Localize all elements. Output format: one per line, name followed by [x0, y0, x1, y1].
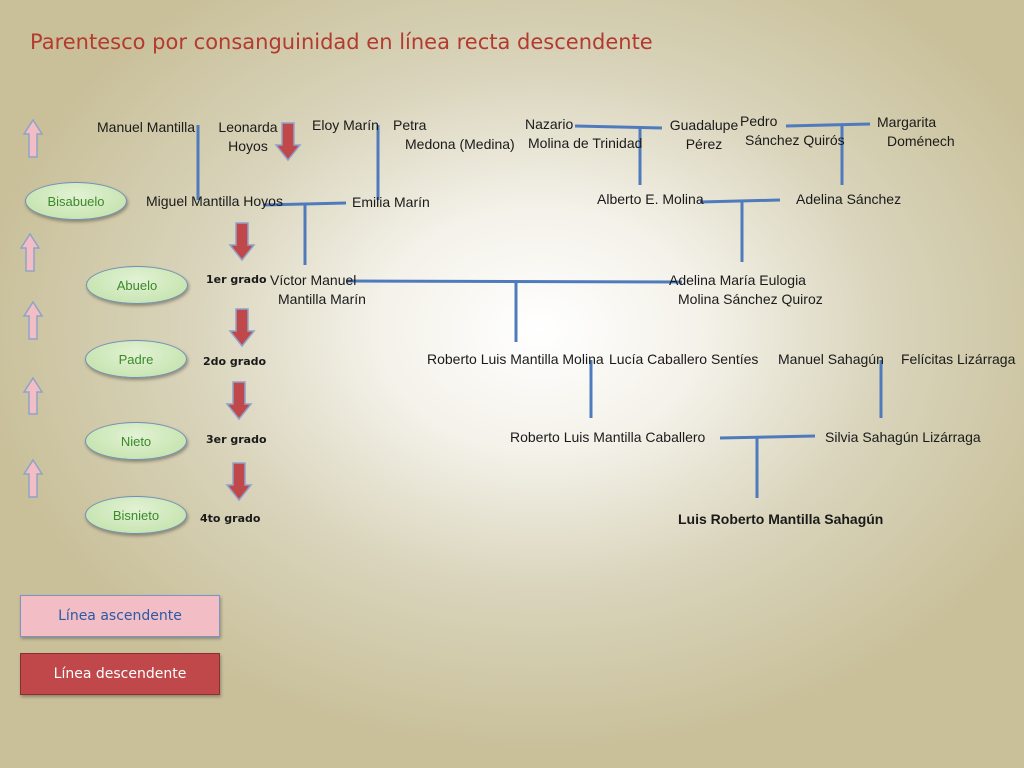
connector-line — [699, 198, 781, 204]
person-felicitas-lizarraga: Felícitas Lizárraga — [901, 351, 1016, 367]
person-name-line: Hoyos — [228, 138, 268, 154]
person-luis-roberto-mantilla-sahagun: Luis Roberto Mantilla Sahagún — [678, 511, 884, 527]
up-arrow-icon — [19, 232, 41, 272]
person-name-line: Víctor Manuel — [270, 272, 357, 288]
person-name-line: Guadalupe — [669, 117, 739, 133]
legend-linea-descendente: Línea descendente — [20, 653, 220, 695]
connector-line — [719, 434, 816, 440]
page-title: Parentesco por consanguinidad en línea r… — [30, 30, 653, 54]
generation-nieto: Nieto — [85, 422, 187, 460]
person-manuel-sahagun: Manuel Sahagún — [778, 351, 884, 367]
down-arrow-icon — [228, 222, 256, 262]
person-adelina-sanchez: Adelina Sánchez — [796, 191, 902, 207]
up-arrow-icon — [22, 376, 44, 415]
person-name-line: Molina Sánchez Quiroz — [678, 291, 823, 307]
person-name-line: Sánchez Quirós — [745, 132, 845, 148]
person-name-line: Adelina María Eulogia — [669, 272, 806, 288]
person-lucia-caballero: Lucía Caballero Sentíes — [609, 351, 759, 367]
connector-line — [785, 122, 871, 128]
person-guadalupe-perez: Guadalupe Pérez — [664, 116, 744, 154]
grado-label: 3er grado — [206, 433, 267, 446]
person-name-line: Petra — [393, 117, 427, 133]
person-emilia-marin: Emilia Marín — [352, 194, 430, 210]
person-name-line: Mantilla Marín — [278, 291, 366, 307]
person-name-line: Pérez — [685, 136, 723, 152]
person-silvia-sahagun: Silvia Sahagún Lizárraga — [825, 429, 981, 445]
down-arrow-icon — [274, 122, 302, 162]
legend-linea-ascendente: Línea ascendente — [20, 595, 220, 637]
person-name-line: Pedro — [740, 113, 778, 129]
person-name-line: Doménech — [887, 133, 955, 149]
person-miguel-mantilla: Miguel Mantilla Hoyos — [146, 193, 283, 209]
grado-label: 4to grado — [200, 512, 261, 525]
grado-label: 2do grado — [203, 355, 267, 368]
down-arrow-icon — [228, 308, 256, 348]
person-alberto-molina: Alberto E. Molina — [597, 191, 704, 207]
down-arrow-icon — [225, 381, 253, 421]
up-arrow-icon — [22, 458, 44, 498]
grado-label: 1er grado — [206, 273, 267, 286]
person-pedro-sanchez: Pedro Sánchez Quirós — [740, 112, 845, 150]
person-name-line: Margarita — [877, 114, 937, 130]
person-manuel-mantilla: Manuel Mantilla — [97, 119, 196, 135]
generation-padre: Padre — [85, 340, 187, 378]
person-roberto-luis-mantilla-molina: Roberto Luis Mantilla Molina — [427, 351, 604, 367]
person-victor-manuel: Víctor Manuel Mantilla Marín — [270, 271, 366, 309]
person-name-line: Molina de Trinidad — [528, 135, 643, 151]
down-arrow-icon — [225, 462, 253, 502]
person-roberto-luis-mantilla-caballero: Roberto Luis Mantilla Caballero — [510, 429, 706, 445]
person-name-line: Leonarda — [218, 119, 278, 135]
up-arrow-icon — [22, 300, 44, 340]
person-margarita-domenech: Margarita Doménech — [877, 113, 955, 151]
connector-line — [345, 279, 683, 284]
person-nazario-molina: Nazario Molina de Trinidad — [525, 115, 642, 153]
connector-line — [574, 124, 663, 130]
person-petra-medona: Petra Medona (Medina) — [393, 116, 515, 154]
person-leonarda-hoyos: Leonarda Hoyos — [212, 118, 284, 156]
person-adelina-maria: Adelina María Eulogia Molina Sánchez Qui… — [669, 271, 823, 309]
person-name-line: Nazario — [525, 116, 574, 132]
person-eloy-marin: Eloy Marín — [312, 117, 379, 133]
person-name-line: Medona (Medina) — [405, 136, 515, 152]
generation-bisabuelo: Bisabuelo — [25, 182, 127, 220]
up-arrow-icon — [22, 118, 44, 158]
generation-abuelo: Abuelo — [86, 266, 188, 304]
generation-bisnieto: Bisnieto — [85, 496, 187, 534]
